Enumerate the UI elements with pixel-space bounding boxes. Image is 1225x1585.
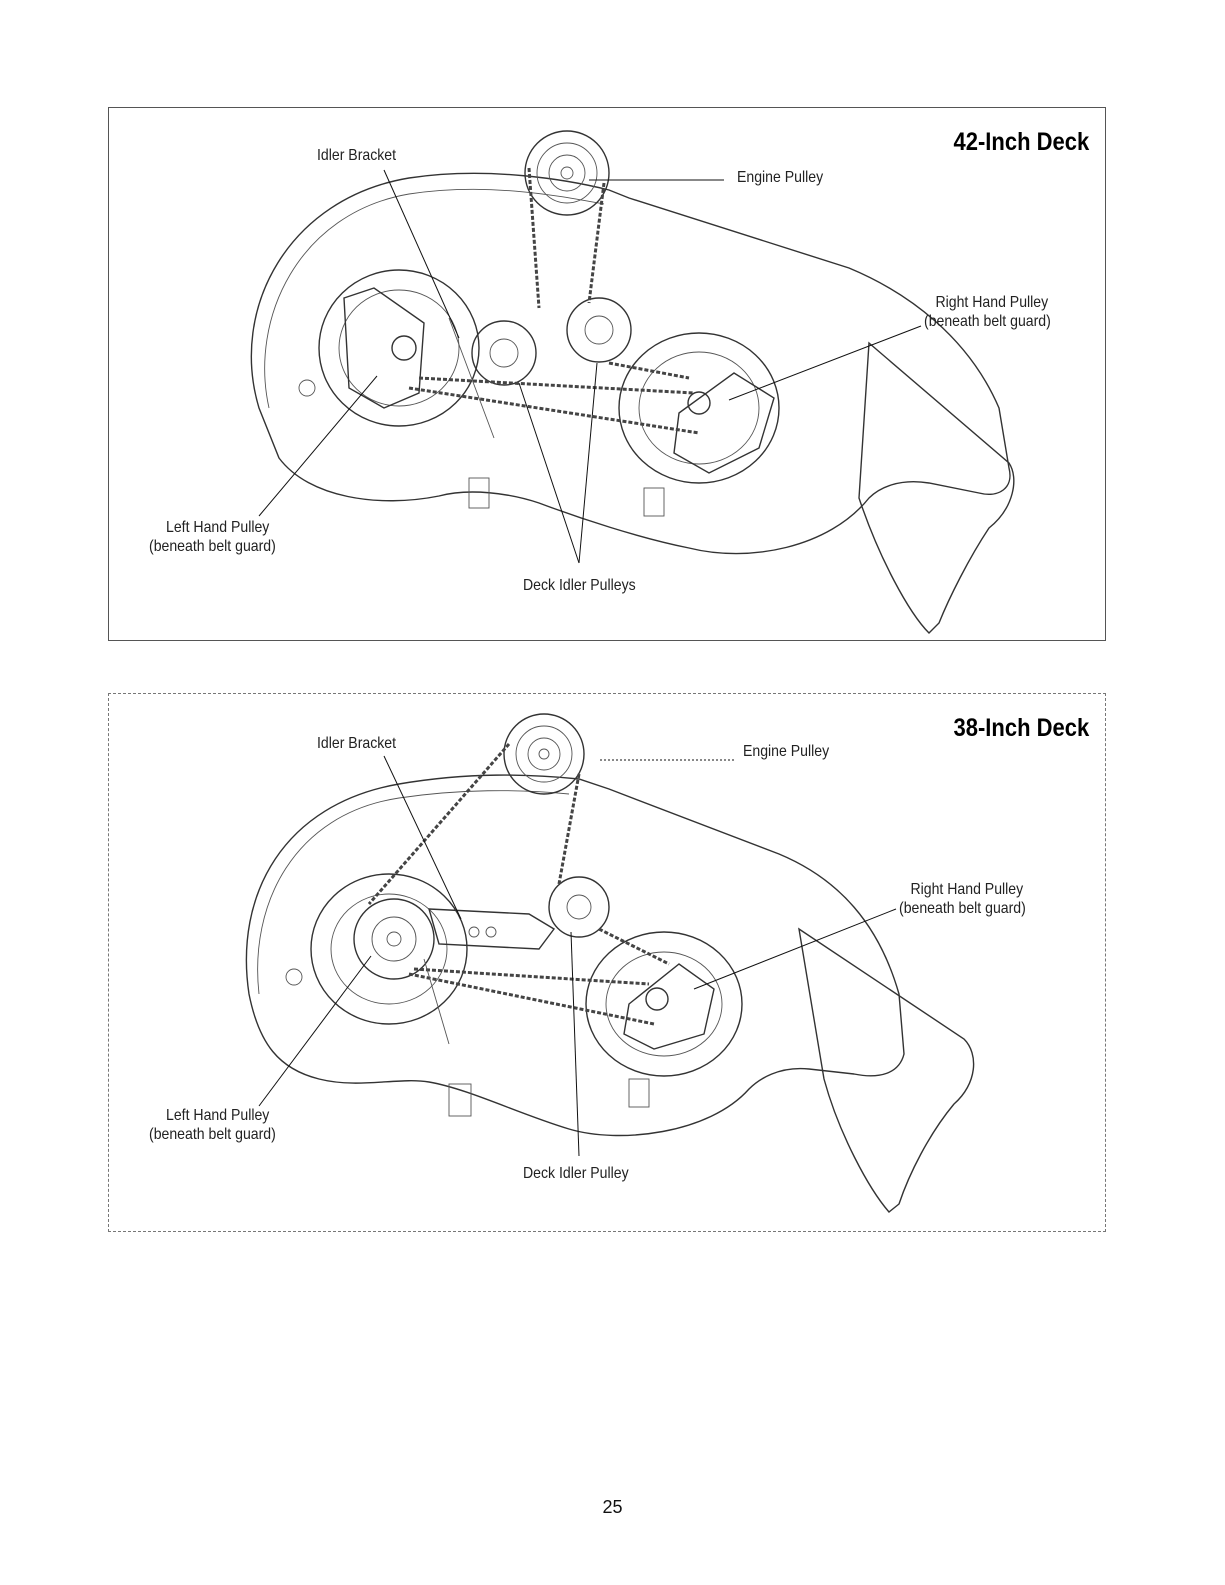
label-right-hand-pulley-text: Right Hand Pulley <box>924 293 1051 312</box>
label-right-hand-pulley: Right Hand Pulley (beneath belt guard) <box>924 293 1051 331</box>
label-right-hand-pulley-note: (beneath belt guard) <box>924 312 1051 331</box>
label-left-hand-pulley-note: (beneath belt guard) <box>149 537 276 556</box>
figure-42-inch-deck: 42-Inch Deck Idler Bracket Engine Pulley… <box>108 107 1106 641</box>
label-left-hand-pulley: Left Hand Pulley (beneath belt guard) <box>149 1106 276 1144</box>
label-idler-bracket: Idler Bracket <box>317 146 396 165</box>
label-right-hand-pulley: Right Hand Pulley (beneath belt guard) <box>899 880 1026 918</box>
deck-title: 42-Inch Deck <box>953 128 1089 157</box>
label-engine-pulley: Engine Pulley <box>737 168 823 187</box>
leader-deck-idler <box>571 932 579 1156</box>
label-engine-pulley: Engine Pulley <box>743 742 829 761</box>
label-left-hand-pulley-note: (beneath belt guard) <box>149 1125 276 1144</box>
label-left-hand-pulley: Left Hand Pulley (beneath belt guard) <box>149 518 276 556</box>
leader-idler-bracket <box>384 170 459 338</box>
label-left-hand-pulley-text: Left Hand Pulley <box>149 1106 276 1125</box>
label-idler-bracket: Idler Bracket <box>317 734 396 753</box>
leader-left-hand-pulley <box>259 376 377 516</box>
deck-title: 38-Inch Deck <box>953 714 1089 743</box>
deck-42-drawing <box>109 108 1105 640</box>
label-deck-idler-pulleys: Deck Idler Pulleys <box>523 576 636 595</box>
leader-right-hand-pulley <box>694 909 896 989</box>
deck-38-drawing <box>109 694 1105 1231</box>
page-number: 25 <box>0 1497 1225 1518</box>
label-right-hand-pulley-note: (beneath belt guard) <box>899 899 1026 918</box>
label-deck-idler-pulley: Deck Idler Pulley <box>523 1164 629 1183</box>
label-left-hand-pulley-text: Left Hand Pulley <box>149 518 276 537</box>
label-right-hand-pulley-text: Right Hand Pulley <box>899 880 1026 899</box>
figure-38-inch-deck: 38-Inch Deck Idler Bracket Engine Pulley… <box>108 693 1106 1232</box>
leader-deck-idler-b <box>579 363 597 563</box>
